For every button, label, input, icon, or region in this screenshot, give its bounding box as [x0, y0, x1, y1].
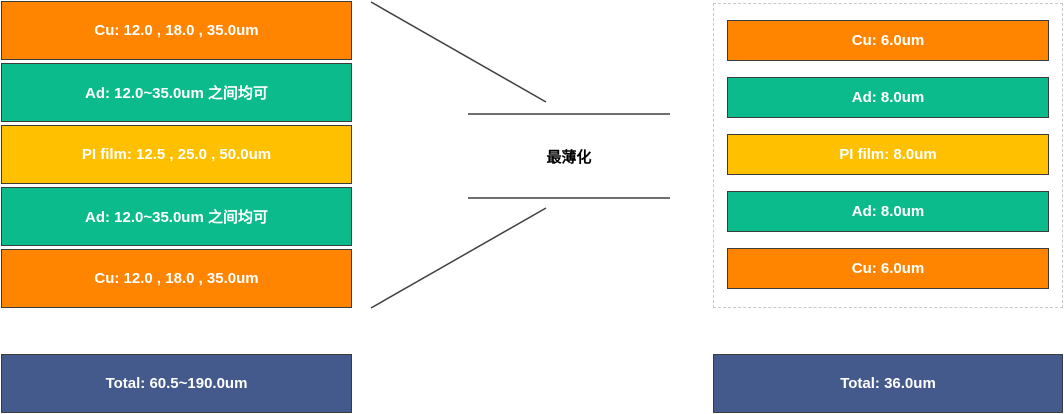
left-total-box: Total: 60.5~190.0um	[1, 354, 352, 413]
lower-diagonal-line	[370, 207, 547, 309]
upper-diagonal-line	[370, 1, 547, 103]
right-layer-ad-bottom: Ad: 8.0um	[727, 191, 1049, 232]
right-total-box: Total: 36.0um	[713, 354, 1063, 413]
right-layer-cu-top: Cu: 6.0um	[727, 20, 1049, 61]
left-layer-ad-bottom: Ad: 12.0~35.0um 之间均可	[1, 187, 352, 246]
left-layer-ad-top: Ad: 12.0~35.0um 之间均可	[1, 63, 352, 122]
right-layer-pi-film: PI film: 8.0um	[727, 134, 1049, 175]
thinning-label: 最薄化	[546, 148, 592, 166]
right-stack-frame	[713, 3, 1063, 308]
right-layer-cu-bottom: Cu: 6.0um	[727, 248, 1049, 289]
left-layer-pi-film: PI film: 12.5 , 25.0 , 50.0um	[1, 125, 352, 184]
left-layer-cu-top: Cu: 12.0 , 18.0 , 35.0um	[1, 1, 352, 60]
right-layer-ad-top: Ad: 8.0um	[727, 77, 1049, 118]
left-layer-cu-bottom: Cu: 12.0 , 18.0 , 35.0um	[1, 249, 352, 308]
